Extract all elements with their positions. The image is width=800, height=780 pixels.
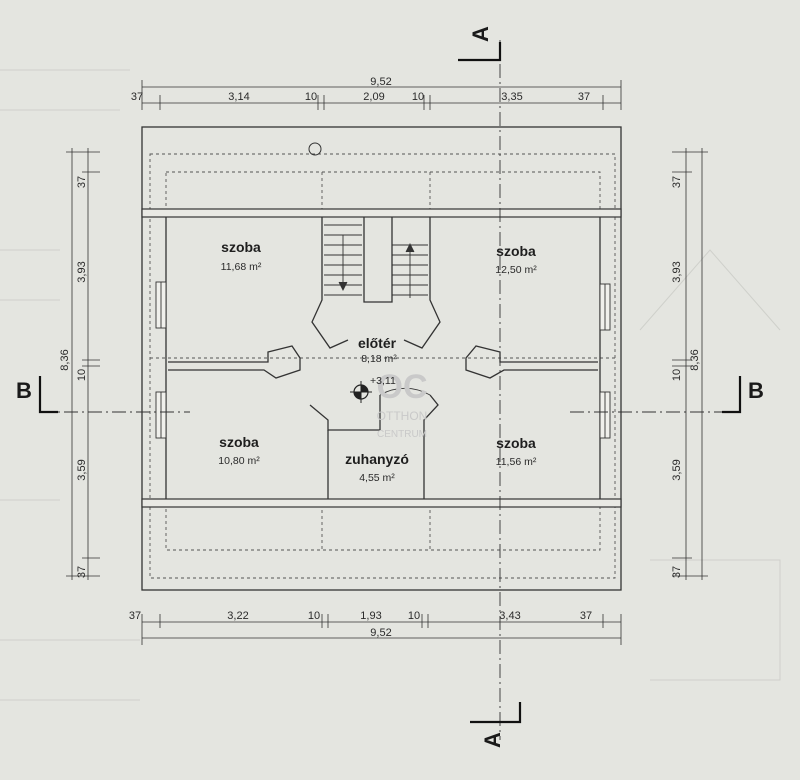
dim-top-5: 3,35	[501, 91, 522, 103]
dim-left-4: 37	[76, 566, 88, 578]
room-sw-name: szoba	[219, 434, 259, 450]
dim-left-1: 3,93	[76, 261, 88, 282]
dim-right-0: 37	[671, 176, 683, 188]
roof-dashed-lines	[149, 153, 616, 579]
background-sheet	[0, 69, 781, 701]
dim-left-0: 37	[76, 176, 88, 188]
section-label-b-left: B	[16, 378, 32, 403]
dim-right-4: 37	[671, 566, 683, 578]
section-label-a-bottom: A	[480, 732, 505, 748]
dim-right-1: 3,93	[671, 261, 683, 282]
room-se-area: 11,56 m²	[496, 456, 537, 468]
dim-right-2: 10	[671, 369, 683, 381]
room-hall-name: előtér	[358, 335, 397, 351]
dim-top-3: 2,09	[363, 91, 384, 103]
dim-top-6: 37	[578, 91, 590, 103]
dim-bottom-3: 1,93	[360, 610, 381, 622]
room-nw-name: szoba	[221, 239, 261, 255]
door-arc	[379, 387, 431, 396]
top-dimension-chain	[141, 80, 622, 110]
dim-bottom-5: 3,43	[499, 610, 520, 622]
dim-top-0: 37	[131, 91, 143, 103]
dim-top-1: 3,14	[228, 91, 249, 103]
chimney-icon	[308, 142, 322, 156]
dim-bottom-total: 9,52	[370, 627, 391, 639]
room-se-name: szoba	[496, 435, 536, 451]
section-label-b-right: B	[748, 378, 764, 403]
watermark-logo-text: OC	[377, 368, 428, 406]
dim-left-2: 10	[76, 369, 88, 381]
level-marker-icon	[350, 381, 372, 403]
room-nw-area: 11,68 m²	[221, 261, 262, 273]
dim-top-4: 10	[412, 91, 424, 103]
room-bath-area: 4,55 m²	[359, 472, 395, 484]
watermark-logo: OC OTTHON CENTRUM	[377, 368, 428, 440]
watermark-line-2: CENTRUM	[377, 429, 427, 440]
room-bath-name: zuhanyzó	[345, 451, 409, 467]
section-label-a-top: A	[468, 26, 493, 42]
dim-right-3: 3,59	[671, 459, 683, 480]
section-markers	[38, 42, 742, 724]
interior-walls	[165, 217, 601, 499]
staircase	[324, 224, 428, 298]
room-ne-area: 12,50 m²	[495, 264, 537, 276]
dim-bottom-2: 10	[308, 610, 320, 622]
dim-left-3: 3,59	[76, 459, 88, 480]
bottom-dimension-chain	[141, 614, 622, 645]
section-lines	[40, 40, 740, 740]
dim-left-total: 8,36	[59, 349, 71, 370]
level-value: +3,11	[370, 375, 396, 387]
dim-bottom-6: 37	[580, 610, 592, 622]
dim-top-2: 10	[305, 91, 317, 103]
watermark-line-1: OTTHON	[377, 409, 428, 423]
dim-right-total: 8,36	[689, 349, 701, 370]
room-ne-name: szoba	[496, 243, 536, 259]
room-sw-area: 10,80 m²	[218, 455, 260, 467]
dim-bottom-4: 10	[408, 610, 420, 622]
right-dimension-chain	[672, 148, 708, 580]
room-hall-area: 8,18 m²	[361, 353, 397, 365]
dim-bottom-1: 3,22	[227, 610, 248, 622]
dim-bottom-0: 37	[129, 610, 141, 622]
building-outline	[141, 126, 622, 591]
dim-top-total: 9,52	[370, 76, 391, 88]
purlin-beams	[141, 208, 622, 508]
left-dimension-chain	[66, 148, 100, 580]
windows	[155, 281, 611, 439]
